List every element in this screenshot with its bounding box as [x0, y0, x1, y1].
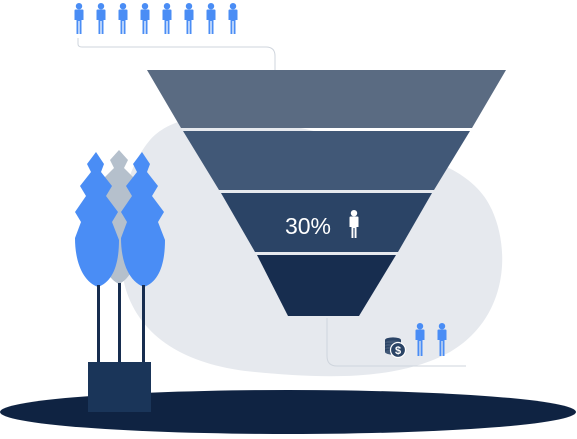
plant-stem: [142, 285, 145, 365]
funnel-tier-4: [257, 255, 396, 316]
plant-leaf-left: [75, 152, 119, 287]
bottom-connector-line: [326, 318, 466, 367]
person-icon: [96, 3, 106, 34]
funnel-tier-1: [147, 70, 506, 128]
funnel: 30%: [147, 70, 506, 316]
plant-stem: [97, 285, 100, 365]
person-icon: [228, 3, 238, 34]
person-icon: [140, 3, 150, 34]
ground-shadow: [0, 390, 576, 434]
person-icon: [74, 3, 84, 34]
funnel-tier-2: [183, 131, 470, 190]
funnel-percentage-label: 30%: [285, 213, 331, 239]
person-icon: [349, 210, 359, 238]
person-icon: [184, 3, 194, 34]
potted-plant-icon: [75, 150, 165, 412]
top-people-row: [74, 3, 238, 34]
person-icon: [437, 323, 447, 356]
person-icon: [118, 3, 128, 34]
funnel-tier-3: [221, 193, 432, 252]
bottom-result-group: $: [385, 323, 447, 359]
svg-text:$: $: [395, 345, 401, 357]
plant-stem: [118, 283, 121, 365]
top-connector-line: [77, 38, 276, 71]
person-icon: [206, 3, 216, 34]
plant-leaf-right: [121, 152, 165, 287]
plant-pot: [88, 362, 151, 412]
person-icon: [162, 3, 172, 34]
person-icon: [415, 323, 425, 356]
coin-stack-dollar-icon: $: [385, 337, 407, 359]
